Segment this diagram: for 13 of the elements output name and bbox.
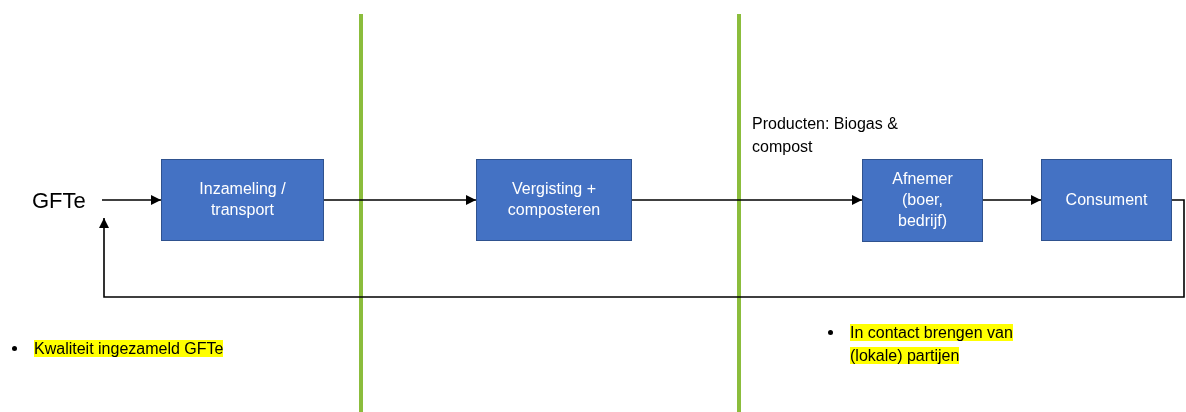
- process-box: Afnemer (boer, bedrijf): [862, 159, 983, 242]
- arrow: [323, 195, 477, 205]
- process-box: Vergisting + composteren: [476, 159, 632, 241]
- arrow: [631, 195, 863, 205]
- arrow: [99, 199, 1185, 298]
- arrow: [101, 195, 162, 205]
- process-box: Consument: [1041, 159, 1172, 241]
- note-text: Producten: Biogas & compost: [752, 114, 899, 158]
- process-box: Inzameling / transport: [161, 159, 324, 241]
- highlighted-note: Kwaliteit ingezameld GFTe: [34, 339, 225, 359]
- node-label: GFTe: [30, 186, 102, 216]
- arrow: [982, 195, 1042, 205]
- highlighted-note: In contact brengen van (lokale) partijen: [850, 323, 1014, 367]
